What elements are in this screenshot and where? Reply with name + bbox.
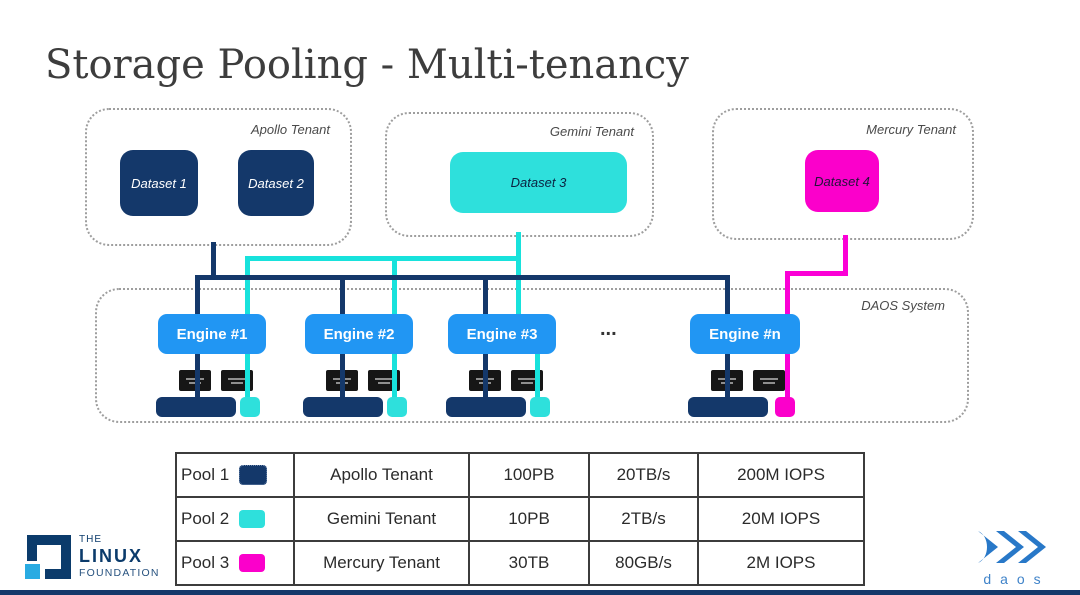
daos-logo: daos: [972, 530, 1052, 587]
engine-n-box[interactable]: Engine #n: [690, 314, 800, 354]
dataset-4-label: Dataset 4: [814, 173, 870, 189]
engine2-pool1-bar: [303, 397, 383, 417]
engine1-cyan-drop: [245, 256, 250, 316]
pool-1-bandwidth: 20TB/s: [588, 452, 699, 498]
engine-3-label: Engine #3: [466, 325, 538, 343]
enginen-navy-tail: [725, 352, 730, 402]
enginen-navy-drop: [725, 275, 730, 316]
table-row: Pool 3 Mercury Tenant 30TB 80GB/s 2M IOP…: [175, 540, 865, 586]
pool-3-label: Pool 3: [181, 553, 230, 572]
engine3-cyan-tail: [535, 352, 540, 402]
pool-1-swatch: [239, 465, 268, 485]
apollo-tenant-label: Apollo Tenant: [250, 122, 330, 137]
dataset-3-label: Dataset 3: [510, 175, 567, 190]
daos-system-label: DAOS System: [861, 298, 945, 313]
dataset-3-box[interactable]: Dataset 3: [450, 152, 627, 213]
gemini-feed-line: [516, 232, 521, 316]
apollo-bus-line: [195, 275, 730, 280]
pool-1-iops: 200M IOPS: [697, 452, 865, 498]
engine2-cyan-tail: [392, 352, 397, 402]
pool-2-tenant: Gemini Tenant: [293, 496, 470, 542]
pool-3-swatch: [239, 554, 266, 572]
pool-3-bandwidth: 80GB/s: [588, 540, 699, 586]
pool-3-iops: 2M IOPS: [697, 540, 865, 586]
engine2-navy-drop: [340, 275, 345, 316]
engine1-cyan-tail: [245, 352, 250, 402]
engines-ellipsis: ...: [600, 318, 617, 340]
linux-foundation-label: FOUNDATION: [79, 567, 160, 579]
engine3-pool2-bar: [530, 397, 550, 417]
pool-2-bandwidth: 2TB/s: [588, 496, 699, 542]
engine1-navy-drop: [195, 275, 200, 316]
engine-1-label: Engine #1: [176, 325, 248, 343]
table-row: Pool 1 Apollo Tenant 100PB 20TB/s 200M I…: [175, 452, 865, 498]
engine-n-label: Engine #n: [709, 325, 781, 343]
apollo-tenant-box: Apollo Tenant Dataset 1 Dataset 2: [85, 108, 352, 246]
gemini-tenant-box: Gemini Tenant Dataset 3: [385, 112, 654, 237]
engine3-navy-tail: [483, 352, 488, 402]
mercury-feed-line-v1: [843, 235, 848, 276]
linux-the-label: THE: [79, 534, 102, 545]
linux-foundation-mark-icon: [25, 535, 71, 579]
mercury-tenant-box: Mercury Tenant Dataset 4: [712, 108, 974, 240]
mercury-feed-line-h: [785, 271, 848, 276]
mercury-feed-line-v2: [785, 271, 790, 316]
pool-1-label: Pool 1: [181, 465, 230, 484]
engine1-pool1-bar: [156, 397, 236, 417]
pool-1-tenant: Apollo Tenant: [293, 452, 470, 498]
dataset-1-label: Dataset 1: [131, 175, 187, 191]
bottom-accent-strip: [0, 590, 1080, 595]
engine3-pool1-bar: [446, 397, 526, 417]
pool-2-iops: 20M IOPS: [697, 496, 865, 542]
engine2-pool2-bar: [387, 397, 407, 417]
pool-2-swatch: [239, 510, 266, 528]
enginen-pool1-bar: [688, 397, 768, 417]
engine-3-box[interactable]: Engine #3: [448, 314, 556, 354]
gemini-bus-line: [247, 256, 520, 261]
enginen-magenta-tail: [785, 352, 790, 402]
table-row: Pool 2 Gemini Tenant 10PB 2TB/s 20M IOPS: [175, 496, 865, 542]
dataset-2-label: Dataset 2: [248, 175, 304, 191]
pool-3-tenant: Mercury Tenant: [293, 540, 470, 586]
pools-table: Pool 1 Apollo Tenant 100PB 20TB/s 200M I…: [175, 452, 865, 586]
pool-2-label: Pool 2: [181, 509, 230, 528]
engine-1-box[interactable]: Engine #1: [158, 314, 266, 354]
mercury-tenant-label: Mercury Tenant: [866, 122, 956, 137]
linux-name-label: LINUX: [79, 546, 143, 566]
pool-3-capacity: 30TB: [468, 540, 590, 586]
engine1-navy-tail: [195, 352, 200, 402]
enginen-pool3-bar: [775, 397, 795, 417]
engine-2-box[interactable]: Engine #2: [305, 314, 413, 354]
engine3-navy-drop: [483, 275, 488, 316]
linux-foundation-logo: THE LINUX FOUNDATION: [25, 533, 160, 581]
dataset-1-box[interactable]: Dataset 1: [120, 150, 198, 216]
ssd-chip: [753, 370, 785, 391]
engine-2-label: Engine #2: [323, 325, 395, 343]
engine2-cyan-drop: [392, 256, 397, 316]
dataset-2-box[interactable]: Dataset 2: [238, 150, 314, 216]
engine1-pool2-bar: [240, 397, 260, 417]
daos-word-label: daos: [983, 571, 1050, 587]
daos-system-box: DAOS System: [95, 288, 969, 423]
gemini-tenant-label: Gemini Tenant: [549, 124, 634, 139]
daos-arrows-icon: [978, 531, 1046, 563]
pool-1-capacity: 100PB: [468, 452, 590, 498]
pool-2-capacity: 10PB: [468, 496, 590, 542]
apollo-feed-line: [211, 242, 216, 278]
dataset-4-box[interactable]: Dataset 4: [805, 150, 879, 212]
engine2-navy-tail: [340, 352, 345, 402]
page-title: Storage Pooling - Multi-tenancy: [45, 42, 689, 88]
